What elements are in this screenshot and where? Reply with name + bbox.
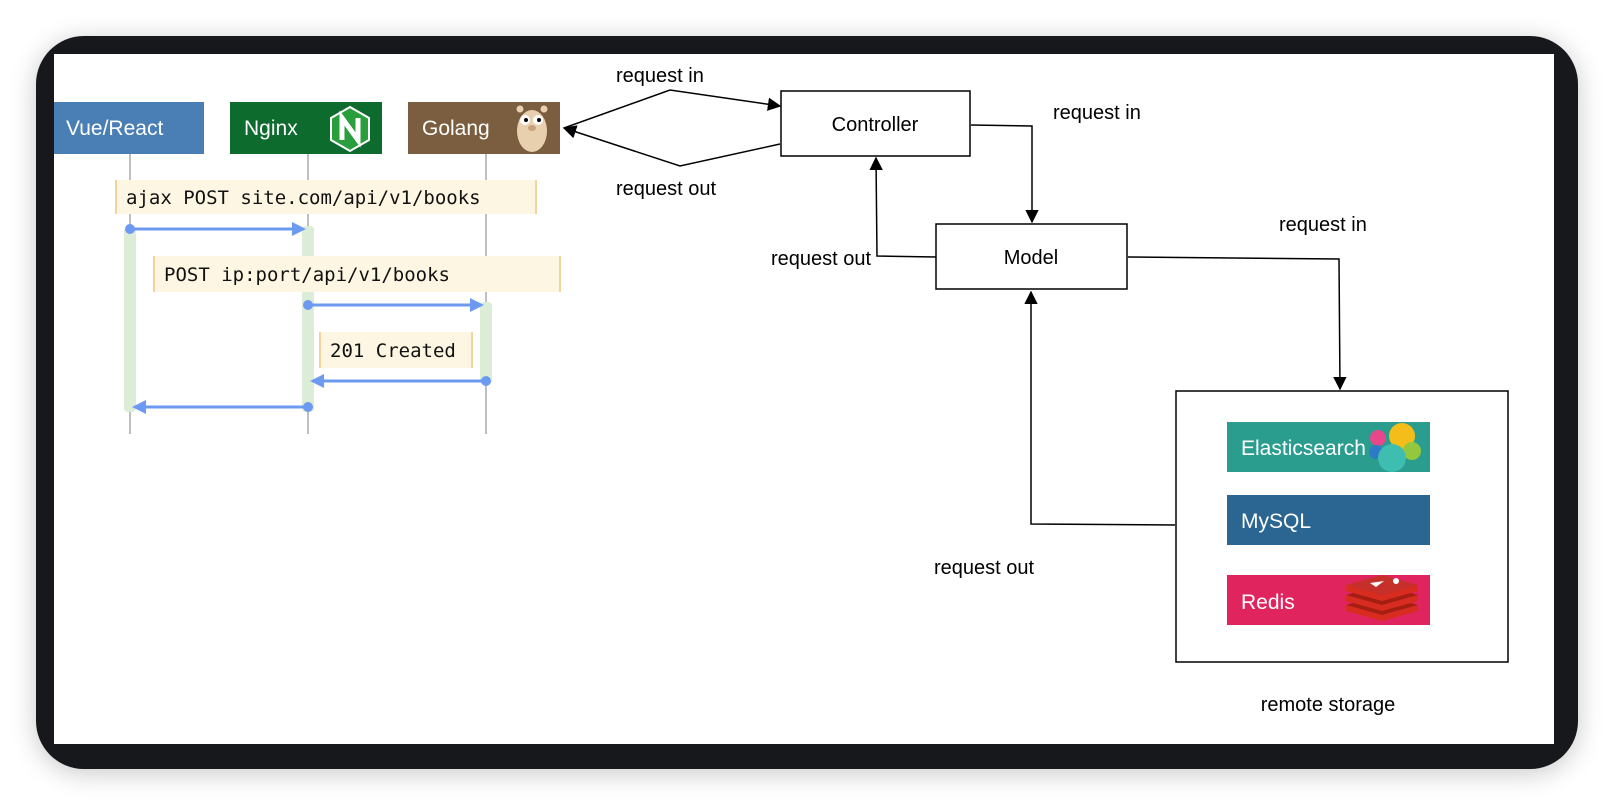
activation-vue [124, 228, 136, 412]
note-ajax-post: ajax POST site.com/api/v1/books [115, 180, 537, 214]
controller-box: Controller [780, 90, 971, 157]
model-label: Model [1004, 247, 1058, 269]
arrow-model-to-controller [869, 156, 937, 258]
participant-label: Vue/React [66, 117, 163, 140]
arrow-controller-to-golang [562, 125, 781, 167]
redis-icon [1346, 575, 1418, 621]
storage-item-mysql: MySQL [1227, 495, 1430, 545]
message-label: 201 Created [330, 340, 456, 362]
message-arrow-golang-to-nginx [310, 374, 491, 388]
nginx-logo-icon [330, 105, 370, 153]
label-request-in: request in [1053, 102, 1141, 124]
arrow-model-to-storage [1127, 256, 1347, 391]
arrow-storage-to-model [1024, 290, 1176, 526]
note-post-ip: POST ip:port/api/v1/books [153, 256, 561, 292]
message-label: ajax POST site.com/api/v1/books [126, 187, 481, 209]
storage-item-redis: Redis [1227, 575, 1430, 625]
elasticsearch-icon [1369, 423, 1421, 472]
label-request-out: request out [771, 248, 872, 270]
storage-label: Redis [1241, 591, 1295, 614]
participant-golang: Golang [408, 102, 560, 154]
label-request-out: request out [616, 178, 717, 200]
storage-label: Elasticsearch [1241, 437, 1366, 460]
participant-label: Nginx [244, 117, 298, 140]
model-box: Model [935, 223, 1128, 290]
message-arrow-nginx-to-golang [303, 298, 484, 312]
activation-golang [480, 302, 492, 384]
label-request-in: request in [1279, 214, 1367, 236]
message-arrow-nginx-to-vue [132, 400, 313, 414]
participant-nginx: Nginx [230, 102, 382, 154]
gopher-icon [516, 105, 548, 152]
participant-vue-react: Vue/React [54, 102, 204, 154]
flow-diagram: request in request out Controller reques… [562, 65, 1509, 716]
note-201-created: 201 Created [319, 332, 473, 368]
label-request-in: request in [616, 65, 704, 87]
diagram-canvas: Vue/React Nginx Golang [54, 54, 1554, 744]
arrow-controller-to-model [970, 124, 1039, 224]
storage-item-elasticsearch: Elasticsearch [1227, 422, 1430, 472]
sequence-diagram: Vue/React Nginx Golang [54, 102, 561, 434]
message-arrow-vue-to-nginx [125, 222, 306, 236]
storage-label: MySQL [1241, 510, 1311, 533]
label-request-out: request out [934, 557, 1035, 579]
arrow-golang-to-controller [563, 89, 782, 129]
remote-storage-box: Elasticsearch MySQL Redis [1175, 390, 1509, 663]
controller-label: Controller [832, 114, 919, 136]
remote-storage-caption: remote storage [1261, 694, 1396, 716]
participant-label: Golang [422, 117, 490, 140]
activation-nginx [302, 226, 314, 412]
message-label: POST ip:port/api/v1/books [164, 264, 450, 286]
